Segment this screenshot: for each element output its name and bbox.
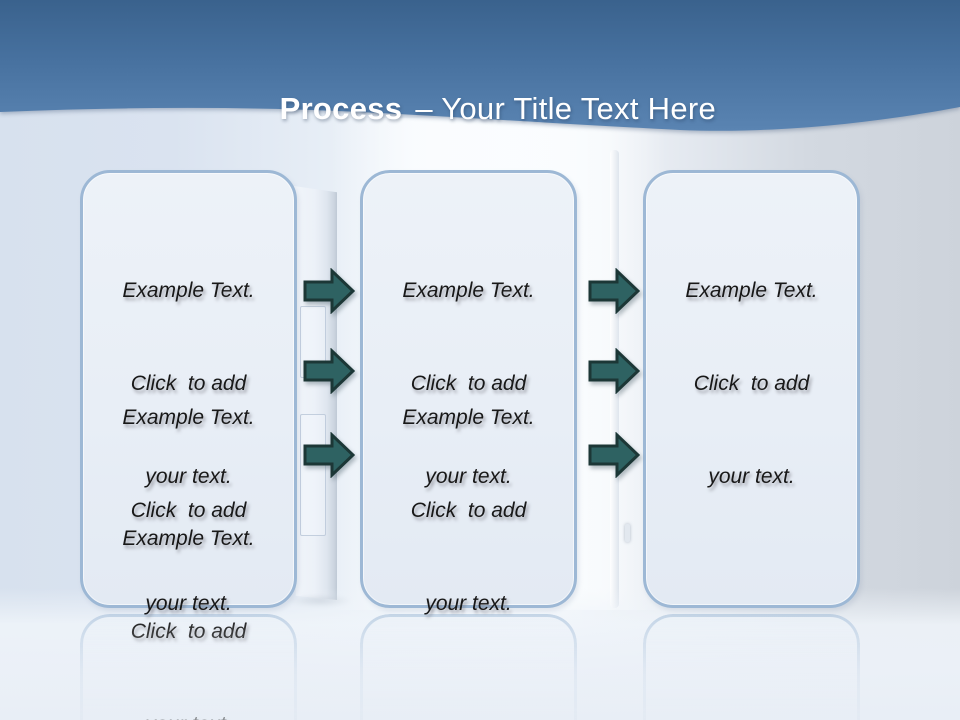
text-line: Example Text. bbox=[402, 279, 535, 302]
right-arrow-shape bbox=[588, 432, 640, 478]
process-panel-3[interactable]: Example Text. Click to add your text. bbox=[643, 170, 860, 608]
text-placeholder[interactable]: Example Text. Click to add your text. bbox=[83, 213, 294, 554]
text-line: your text. bbox=[145, 592, 232, 615]
door-recessed-panel bbox=[300, 413, 326, 536]
right-arrow-icon bbox=[588, 348, 640, 394]
right-arrow-shape bbox=[303, 432, 355, 478]
title-rest: – Your Title Text Here bbox=[415, 91, 717, 126]
right-arrow-shape bbox=[303, 348, 355, 394]
text-line: your text. bbox=[708, 465, 795, 488]
text-placeholder[interactable]: Example Text. Click to add your text. bbox=[83, 461, 294, 720]
right-arrow-shape bbox=[303, 268, 355, 314]
panel-reflection bbox=[643, 614, 860, 720]
text-line: Click to add bbox=[130, 620, 247, 643]
text-line: Click to add bbox=[130, 499, 247, 522]
door-strike-plate bbox=[625, 524, 630, 542]
text-line: Example Text. bbox=[122, 279, 255, 302]
text-line: Example Text. bbox=[402, 406, 535, 429]
right-arrow-icon bbox=[303, 268, 355, 314]
header-wave bbox=[0, 0, 960, 131]
process-panel-1[interactable]: Example Text. Click to add your text. Ex… bbox=[80, 170, 297, 720]
text-line: Example Text. bbox=[122, 527, 255, 550]
text-placeholder[interactable]: Example Text. Click to add your text. bbox=[83, 340, 294, 681]
slide-title: Process – Your Title Text Here bbox=[0, 52, 960, 166]
text-line: your text. bbox=[145, 465, 232, 488]
right-arrow-icon bbox=[588, 268, 640, 314]
text-line: Example Text. bbox=[685, 279, 818, 302]
text-line: Click to add bbox=[410, 372, 527, 395]
text-placeholder[interactable]: Example Text. Click to add your text. bbox=[363, 340, 574, 681]
right-arrow-icon bbox=[303, 348, 355, 394]
text-line: your text. bbox=[425, 592, 512, 615]
text-line: Click to add bbox=[130, 372, 247, 395]
right-arrow-icon bbox=[303, 432, 355, 478]
right-arrow-icon bbox=[588, 432, 640, 478]
right-arrow-shape bbox=[588, 268, 640, 314]
title-emphasis: Process bbox=[279, 91, 403, 126]
text-line: Click to add bbox=[693, 372, 810, 395]
open-door-leaf bbox=[294, 186, 337, 600]
text-line: your text. bbox=[425, 465, 512, 488]
text-placeholder[interactable]: Example Text. Click to add your text. bbox=[363, 213, 574, 554]
text-line: Click to add bbox=[410, 499, 527, 522]
text-line: Example Text. bbox=[122, 406, 255, 429]
right-arrow-shape bbox=[588, 348, 640, 394]
process-panel-2[interactable]: Example Text. Click to add your text. Ex… bbox=[360, 170, 577, 615]
text-line: your text. bbox=[83, 709, 294, 720]
text-placeholder[interactable]: Example Text. Click to add your text. bbox=[646, 213, 857, 554]
